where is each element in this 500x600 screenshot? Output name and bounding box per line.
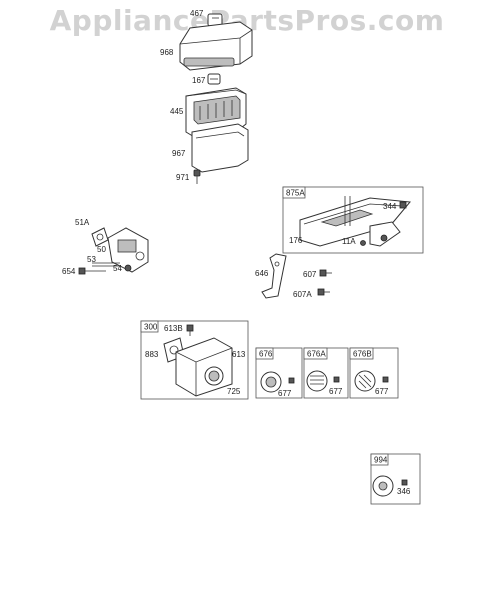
group-tag-300 — [140, 320, 159, 333]
callout-607a: 607A — [293, 290, 312, 299]
callout-677-b: 677 — [329, 387, 343, 396]
spark-arrester-994 — [372, 475, 394, 497]
callout-167: 167 — [192, 76, 206, 85]
callout-50: 50 — [97, 245, 106, 254]
group-box-994 — [370, 453, 421, 505]
group-tag-676b — [349, 347, 374, 360]
callout-346: 346 — [397, 487, 411, 496]
screw-677-a — [288, 377, 295, 384]
callout-654: 654 — [62, 267, 76, 276]
group-tag-875a — [282, 186, 306, 199]
intake-gasket-51a — [91, 227, 109, 247]
group-box-300 — [140, 320, 249, 400]
wing-nut — [207, 73, 221, 85]
callout-677-c: 677 — [375, 387, 389, 396]
callout-994: 994 — [374, 456, 388, 465]
callout-967: 967 — [172, 149, 186, 158]
stud-53 — [92, 262, 120, 267]
muffler-guard-676b — [354, 370, 376, 392]
callout-613b: 613B — [164, 324, 183, 333]
callout-676b: 676B — [353, 350, 372, 359]
group-box-676 — [255, 347, 303, 399]
group-tag-676a — [303, 347, 328, 360]
callout-300: 300 — [144, 323, 158, 332]
callout-445: 445 — [170, 107, 184, 116]
callout-11a: 11A — [342, 237, 356, 246]
muffler-guard-676 — [260, 371, 282, 393]
callout-676a: 676A — [307, 350, 326, 359]
screw-344 — [399, 201, 407, 209]
callout-54: 54 — [113, 264, 122, 273]
callout-646: 646 — [255, 269, 269, 278]
nut-11a — [360, 240, 366, 246]
screw-971 — [193, 169, 201, 184]
callout-875a: 875A — [286, 189, 305, 198]
callout-725: 725 — [227, 387, 241, 396]
callout-176: 176 — [289, 236, 303, 245]
screw-613b — [186, 324, 194, 336]
screw-677-b — [333, 376, 340, 383]
intake-manifold-50 — [107, 227, 149, 273]
bolt-654 — [78, 267, 106, 275]
screw-346 — [401, 479, 408, 486]
group-tag-994 — [370, 453, 389, 466]
callout-51a: 51A — [75, 218, 90, 227]
callout-344: 344 — [383, 202, 397, 211]
nut-54 — [124, 264, 132, 272]
pre-cleaner — [191, 123, 249, 173]
callout-971: 971 — [176, 173, 190, 182]
screw-607a — [317, 288, 330, 296]
callout-53: 53 — [87, 255, 96, 264]
callout-607: 607 — [303, 270, 317, 279]
callout-676: 676 — [259, 350, 273, 359]
callout-613: 613 — [232, 350, 246, 359]
callout-968: 968 — [160, 48, 174, 57]
group-box-875a — [282, 186, 424, 254]
air-cleaner-cover — [179, 21, 253, 71]
callout-467: 467 — [190, 9, 204, 18]
muffler-body — [175, 337, 233, 397]
base-plate-assembly — [299, 196, 411, 247]
screw-607 — [319, 269, 332, 277]
muffler-guard-676a — [306, 370, 328, 392]
bracket-646 — [261, 253, 287, 299]
callout-883: 883 — [145, 350, 159, 359]
group-tag-676 — [255, 347, 274, 360]
screw-677-c — [382, 376, 389, 383]
callout-677-a: 677 — [278, 389, 292, 398]
group-box-676b — [349, 347, 399, 399]
